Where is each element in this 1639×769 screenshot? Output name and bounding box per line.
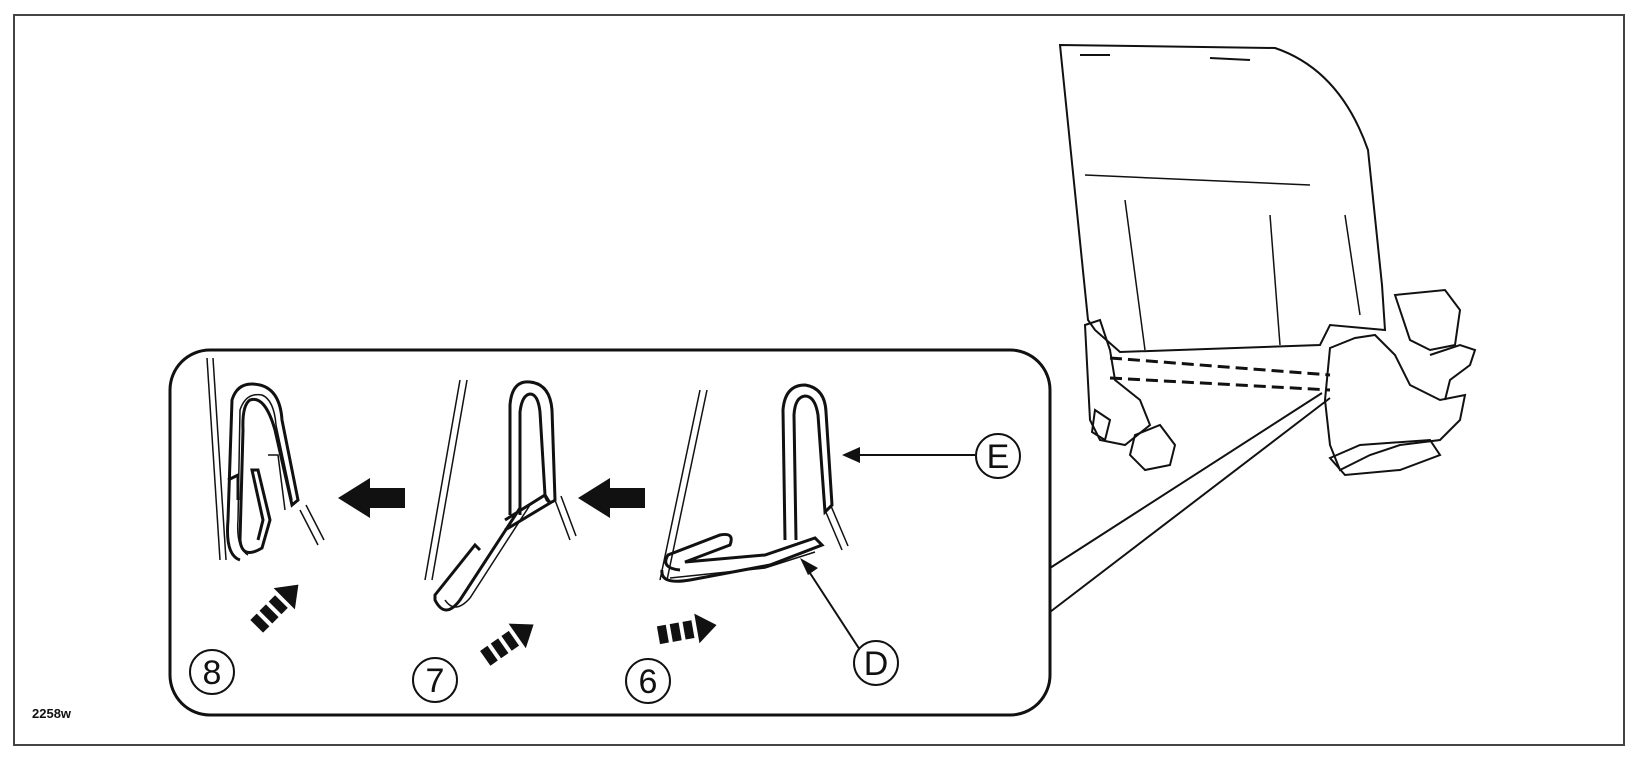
seat-backrest bbox=[1058, 43, 1387, 354]
dashed-arrow-icon bbox=[250, 584, 299, 633]
wire bbox=[560, 495, 577, 537]
clip-leg bbox=[660, 533, 825, 583]
step-badge-7: 7 bbox=[412, 657, 458, 703]
step-number: 6 bbox=[639, 663, 658, 701]
backrest-seam bbox=[1269, 214, 1281, 346]
wire bbox=[212, 357, 227, 561]
wire bbox=[824, 509, 843, 551]
callout-e: E bbox=[842, 433, 1021, 479]
wire bbox=[299, 509, 319, 546]
wire bbox=[305, 504, 325, 541]
dashed-arrow-icon bbox=[480, 623, 534, 666]
seat-side-frame-right bbox=[1323, 333, 1467, 472]
wire bbox=[554, 499, 571, 541]
direction-arrows bbox=[338, 478, 645, 518]
step-badge-6: 6 bbox=[625, 658, 671, 704]
clip-leg bbox=[444, 504, 531, 608]
clip-fold bbox=[268, 454, 286, 511]
step-number: 8 bbox=[203, 654, 222, 692]
seat-side-frame-left bbox=[1083, 318, 1152, 447]
callout-label: D bbox=[864, 645, 889, 683]
wire bbox=[666, 389, 708, 581]
arrowhead-icon bbox=[800, 558, 818, 575]
backrest-seam bbox=[1209, 57, 1251, 61]
seat-illustration bbox=[1058, 43, 1477, 477]
backrest-seam bbox=[1344, 214, 1361, 316]
push-arrows bbox=[250, 584, 717, 666]
clip-leg bbox=[669, 551, 816, 579]
step-badge-8: 8 bbox=[189, 649, 235, 695]
wire bbox=[206, 357, 221, 561]
zoom-lines bbox=[1049, 392, 1331, 613]
callout-d: D bbox=[800, 558, 899, 686]
figure-code: 2258w bbox=[32, 706, 72, 721]
seat-handle bbox=[1429, 343, 1477, 401]
left-arrow-icon bbox=[338, 478, 405, 518]
wire bbox=[830, 505, 849, 547]
seat-rail-right bbox=[1328, 438, 1442, 477]
seat-bracket-left bbox=[1090, 408, 1112, 442]
hidden-wire bbox=[1109, 376, 1331, 392]
clip-upper-loop bbox=[781, 383, 834, 541]
left-arrow-icon bbox=[578, 478, 645, 518]
clip-hook bbox=[227, 472, 240, 500]
clip-step-6 bbox=[659, 383, 849, 583]
wire bbox=[424, 379, 461, 581]
clip-body bbox=[236, 393, 293, 556]
callout-label: E bbox=[987, 438, 1010, 476]
clip-leg bbox=[433, 492, 553, 612]
backrest-seam bbox=[1084, 174, 1311, 186]
dashed-arrow-icon bbox=[656, 613, 717, 645]
backrest-seam bbox=[1124, 199, 1146, 351]
arrowhead-icon bbox=[842, 447, 860, 463]
hidden-wire bbox=[1109, 356, 1331, 377]
wire bbox=[659, 389, 701, 581]
seat-bracket-left bbox=[1128, 423, 1177, 472]
seat-cushion bbox=[1393, 288, 1462, 352]
clip-step-7 bbox=[424, 379, 577, 612]
figure-frame bbox=[13, 14, 1625, 746]
clip-step-8 bbox=[206, 357, 325, 562]
detail-panel bbox=[168, 348, 1052, 717]
step-number: 7 bbox=[426, 662, 445, 700]
wire bbox=[431, 379, 468, 581]
